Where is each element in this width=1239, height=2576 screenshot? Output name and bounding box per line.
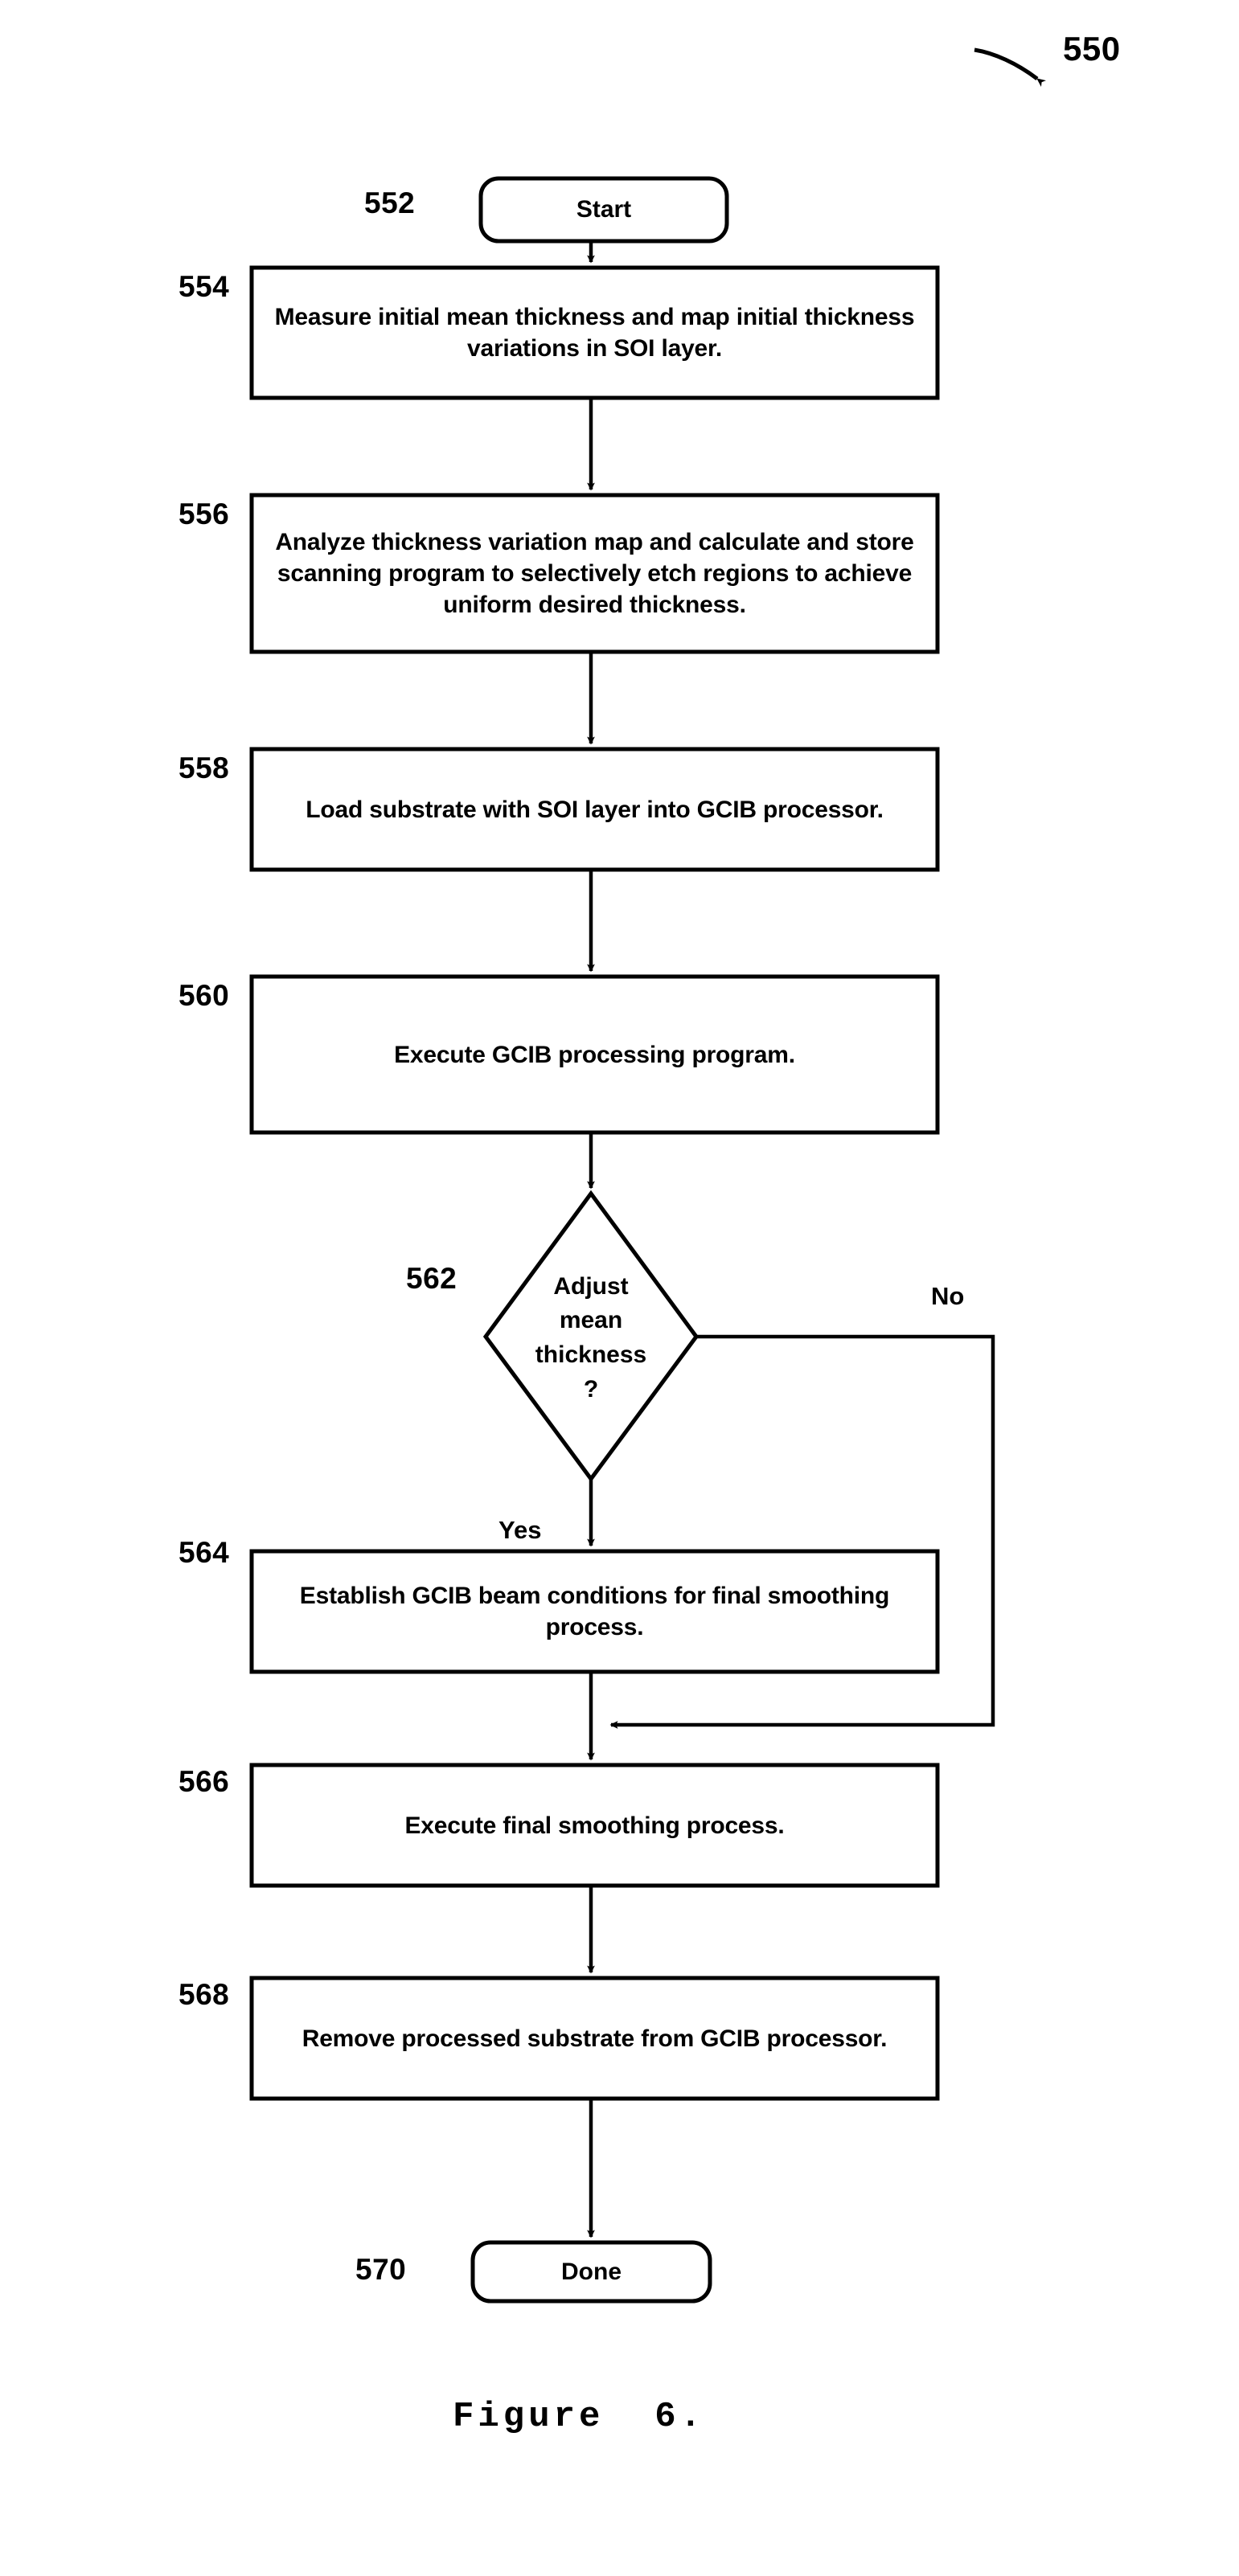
node-label-560: Execute GCIB processing program. xyxy=(394,1041,795,1068)
reference-number-560: 560 xyxy=(178,979,230,1012)
reference-number-552: 552 xyxy=(364,186,416,219)
node-label-566: Execute final smoothing process. xyxy=(404,1812,785,1839)
figure-caption: Figure 6. xyxy=(453,2397,706,2437)
node-label-start: Start xyxy=(576,196,632,223)
node-label-556: Analyze thickness variation map and calc… xyxy=(275,529,914,618)
branch-label-yes: Yes xyxy=(498,1516,542,1544)
reference-number-558: 558 xyxy=(178,752,230,784)
reference-number-556: 556 xyxy=(178,498,230,530)
node-label-562: Adjust mean thickness ? xyxy=(535,1272,647,1403)
reference-number-568: 568 xyxy=(178,1978,230,2011)
node-label-564: Establish GCIB beam conditions for final… xyxy=(299,1583,890,1640)
reference-number-550: 550 xyxy=(1063,30,1121,68)
branch-label-no: No xyxy=(931,1282,965,1310)
node-label-568: Remove processed substrate from GCIB pro… xyxy=(302,2025,888,2052)
reference-number-564: 564 xyxy=(178,1536,230,1569)
reference-number-566: 566 xyxy=(178,1765,230,1798)
reference-number-554: 554 xyxy=(178,270,230,303)
node-label-554: Measure initial mean thickness and map i… xyxy=(274,304,915,362)
node-label-558: Load substrate with SOI layer into GCIB … xyxy=(306,796,884,823)
reference-pointer-550 xyxy=(974,47,1046,88)
reference-number-570: 570 xyxy=(355,2253,407,2286)
reference-number-562: 562 xyxy=(406,1262,457,1295)
node-label-done: Done xyxy=(561,2258,622,2285)
